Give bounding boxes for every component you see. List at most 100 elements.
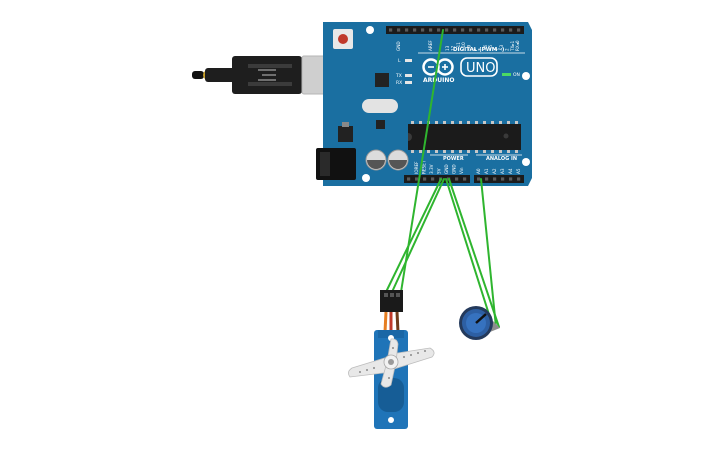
digital-pin-socket[interactable] [413, 28, 417, 32]
reset-button-cap[interactable] [338, 34, 348, 44]
chip-pin [499, 121, 502, 124]
digital-pin-label: ~6 [483, 44, 488, 51]
chip-pin [515, 121, 518, 124]
wire-a0-to-pot-wiper[interactable] [480, 178, 497, 328]
digital-pin-label: 7 [477, 48, 482, 51]
digital-pin-socket[interactable] [429, 28, 433, 32]
analog-pin-socket[interactable] [509, 177, 513, 181]
chip-pin [483, 150, 486, 153]
chip-pin [507, 121, 510, 124]
model-label: UNO [466, 61, 495, 76]
chip-pin [427, 150, 430, 153]
chip-pin [475, 150, 478, 153]
aref-label: AREF [428, 40, 433, 51]
chip-pin [411, 121, 414, 124]
servo-ground-wire [395, 311, 400, 333]
chip-pin [507, 150, 510, 153]
power-pin-socket[interactable] [431, 177, 435, 181]
brand-label: ARDUINO [423, 77, 454, 84]
servo-horn[interactable] [348, 338, 435, 388]
wire-5v-to-pot[interactable] [445, 178, 494, 328]
digital-pin-socket[interactable] [477, 28, 481, 32]
chip-pin [467, 121, 470, 124]
digital-pin-socket[interactable] [437, 28, 441, 32]
chip-pin [491, 121, 494, 124]
power-pin-label: GND [444, 164, 449, 174]
digital-pin-socket[interactable] [389, 28, 393, 32]
power-pin-label: GND [452, 164, 457, 174]
analog-pin-socket[interactable] [477, 177, 481, 181]
power-pin-socket[interactable] [407, 177, 411, 181]
analog-pin-label: A4 [508, 168, 513, 174]
servo-motor[interactable] [348, 290, 435, 429]
analog-pin-label: A2 [492, 168, 497, 174]
digital-pin-socket[interactable] [421, 28, 425, 32]
wire-5v-to-servo[interactable] [385, 178, 442, 293]
digital-pin-label: 12 [450, 45, 455, 51]
capacitor [387, 149, 409, 171]
power-pin-label: 5V [437, 168, 442, 174]
mount-hole [366, 26, 374, 34]
analog-header-holes [477, 177, 521, 181]
chip-pin [419, 121, 422, 124]
led-rx [405, 81, 412, 84]
pot-indicator [475, 313, 487, 324]
small-chip [376, 120, 385, 129]
wire-gnd-to-pot[interactable] [448, 178, 500, 328]
power-pin-socket[interactable] [463, 177, 467, 181]
digital-pin-label: ~3 [499, 44, 504, 51]
digital-pin-socket[interactable] [405, 28, 409, 32]
crystal-oscillator [362, 99, 398, 113]
chip-pin [435, 121, 438, 124]
analog-pin-socket[interactable] [501, 177, 505, 181]
power-pin-label: Vin [459, 167, 464, 174]
digital-pin-socket[interactable] [485, 28, 489, 32]
digital-pin-label: ~5 [488, 44, 493, 51]
usb-cable[interactable] [192, 55, 347, 95]
usb-icon [258, 69, 276, 81]
power-header-label: POWER [443, 156, 464, 162]
analog-pin-socket[interactable] [517, 177, 521, 181]
chip-pin [475, 121, 478, 124]
analog-pin-socket[interactable] [493, 177, 497, 181]
led-tx [405, 74, 412, 77]
digital-pin-socket[interactable] [397, 28, 401, 32]
digital-pin-socket[interactable] [461, 28, 465, 32]
power-pin-socket[interactable] [415, 177, 419, 181]
digital-pin-socket[interactable] [453, 28, 457, 32]
digital-pin-label: 4 [494, 48, 499, 51]
digital-pin-socket[interactable] [493, 28, 497, 32]
chip-pin [459, 150, 462, 153]
analog-pin-socket[interactable] [485, 177, 489, 181]
digital-pin-label: ~10 [461, 42, 466, 51]
digital-pin-socket[interactable] [509, 28, 513, 32]
usb-cable-end [192, 71, 204, 79]
digital-pin-label: ~11 [456, 42, 461, 51]
chip-pin [491, 150, 494, 153]
digital-pin-socket[interactable] [517, 28, 521, 32]
mount-hole [362, 174, 370, 182]
chip-pin [467, 150, 470, 153]
power-pin-label: IOREF [414, 161, 419, 174]
chip-pin [443, 150, 446, 153]
digital-pin-socket[interactable] [469, 28, 473, 32]
usb-cable-strain [205, 68, 235, 82]
digital-pin-socket[interactable] [501, 28, 505, 32]
chip-pin [515, 150, 518, 153]
digital-pin-label: 2 [504, 48, 509, 51]
digital-pin-socket[interactable] [445, 28, 449, 32]
chip-pin [483, 121, 486, 124]
potentiometer[interactable] [459, 306, 500, 340]
chip-pin [419, 150, 422, 153]
digital-pin-label: 8 [472, 48, 477, 51]
power-pin-socket[interactable] [455, 177, 459, 181]
gnd-label: GND [396, 41, 401, 51]
power-pin-socket[interactable] [423, 177, 427, 181]
wire-gnd-to-servo[interactable] [391, 178, 445, 293]
analog-pin-label: A0 [476, 168, 481, 174]
